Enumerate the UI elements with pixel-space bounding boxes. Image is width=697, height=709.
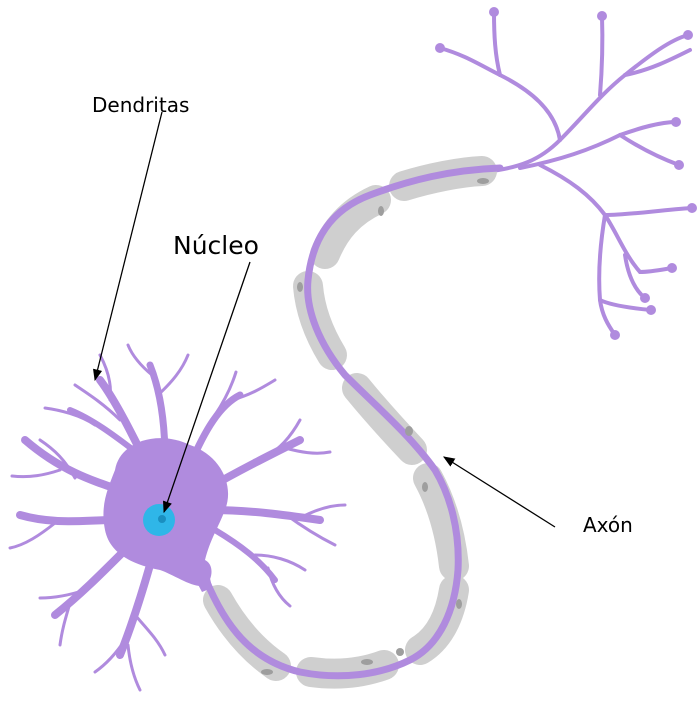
axon-label: Axón (583, 513, 633, 537)
nucleus-label: Núcleo (173, 231, 259, 260)
dendrites-pointer (95, 112, 162, 380)
dendrites-label: Dendritas (92, 93, 189, 117)
nucleolus (158, 515, 166, 523)
myelin-segment (428, 478, 454, 566)
axon-pointer (444, 457, 555, 527)
